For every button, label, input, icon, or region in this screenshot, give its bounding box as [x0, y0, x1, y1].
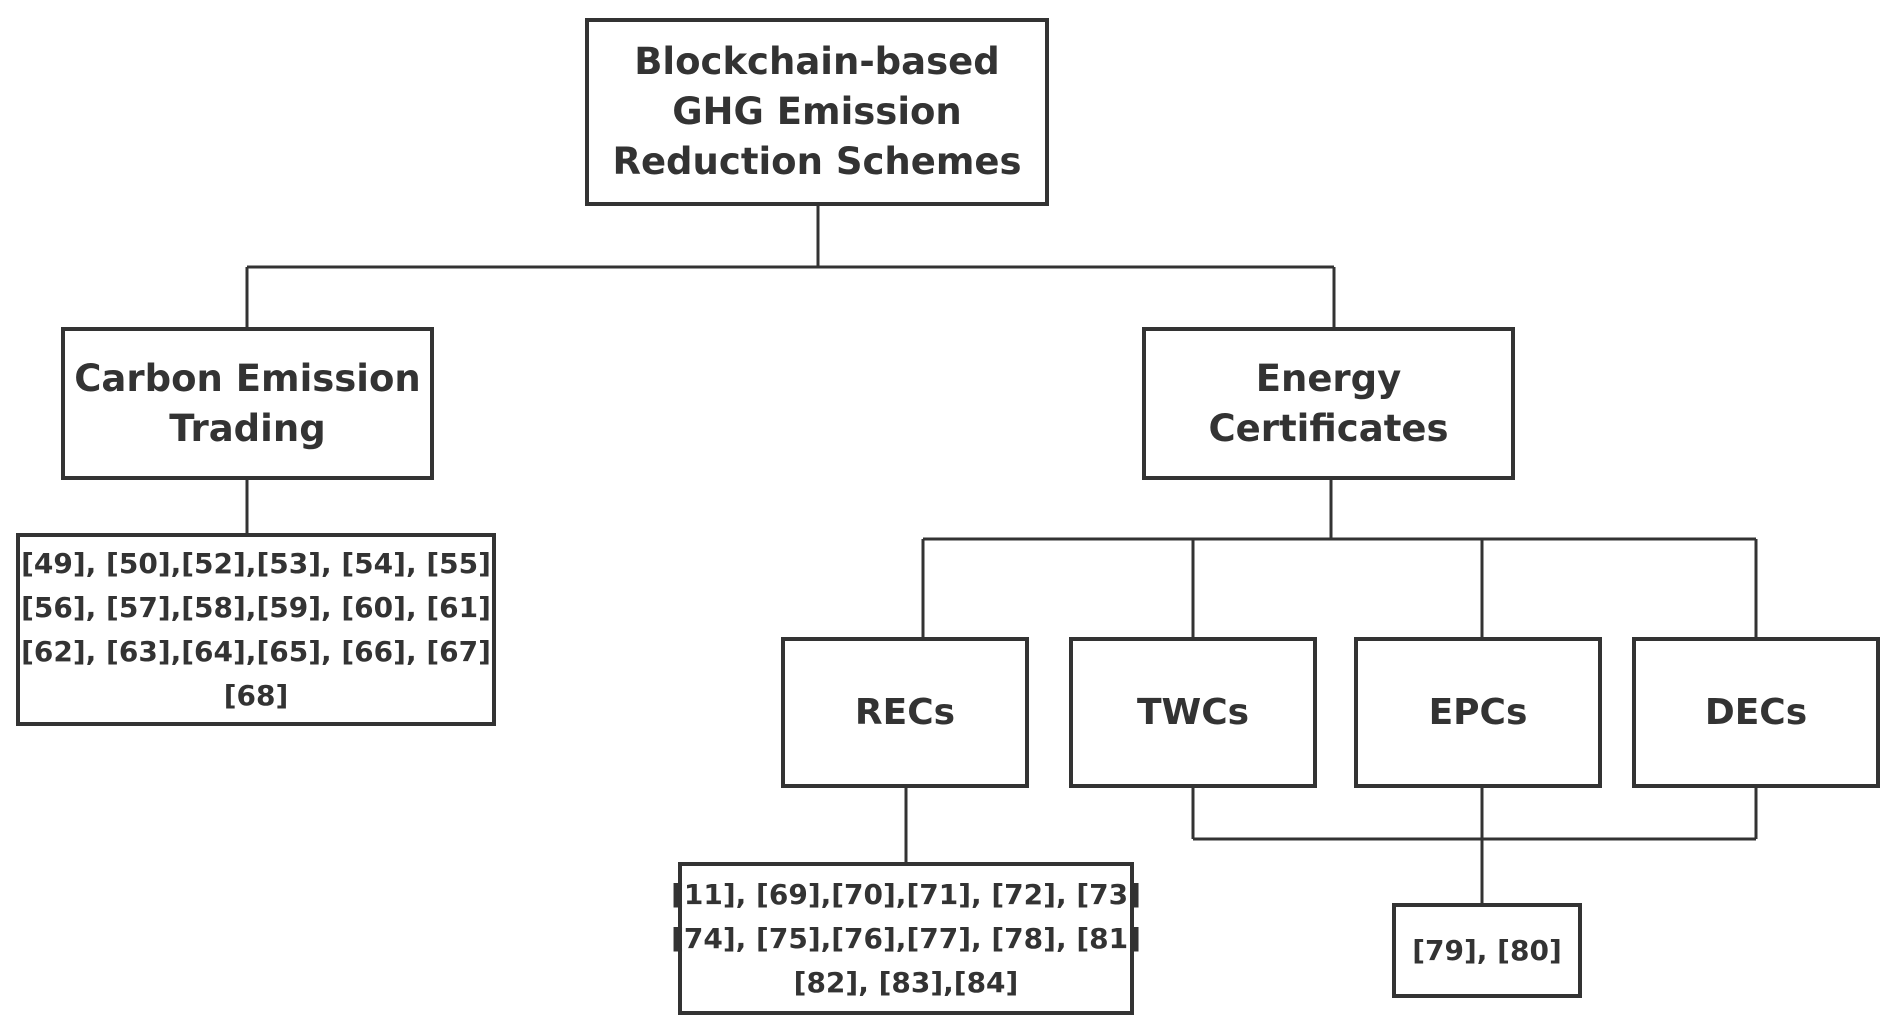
root-line: Reduction Schemes — [612, 140, 1022, 183]
carbon-trading-line: Trading — [169, 406, 326, 450]
reference-line: [79], [80] — [1412, 933, 1562, 967]
decs-node: DECs — [1632, 637, 1880, 788]
epcs-node: EPCs — [1354, 637, 1602, 788]
reference-line: [62], [63],[64],[65], [66], [67] — [21, 634, 491, 668]
twcs-node: TWCs — [1069, 637, 1317, 788]
twcs-epcs-decs-references: [79], [80] — [1392, 903, 1582, 998]
carbon-trading-line: Carbon Emission — [74, 356, 421, 400]
root-line: GHG Emission — [672, 90, 962, 133]
recs-references: [11], [69],[70],[71], [72], [73] [74], [… — [671, 862, 1141, 1015]
root-node: Blockchain-based GHG Emission Reduction … — [585, 18, 1049, 206]
reference-line: [56], [57],[58],[59], [60], [61] — [21, 590, 491, 624]
epcs-label: EPCs — [1428, 692, 1528, 733]
reference-line: [74], [75],[76],[77], [78], [81] — [671, 921, 1141, 955]
reference-line: [11], [69],[70],[71], [72], [73] — [671, 877, 1141, 911]
recs-label: RECs — [854, 692, 956, 733]
energy-certificates-label: Energy Certificates — [1208, 356, 1449, 450]
carbon-emission-trading-node: Carbon Emission Trading — [61, 327, 434, 480]
recs-node: RECs — [781, 637, 1029, 788]
reference-line: [49], [50],[52],[53], [54], [55] — [21, 546, 491, 580]
twcs-label: TWCs — [1136, 692, 1250, 733]
reference-line: [82], [83],[84] — [793, 965, 1019, 999]
root-line: Blockchain-based — [634, 40, 1000, 83]
energy-certificates-node: Energy Certificates — [1142, 327, 1515, 480]
carbon-trading-references: [49], [50],[52],[53], [54], [55] [56], [… — [16, 533, 496, 726]
decs-label: DECs — [1704, 692, 1808, 733]
reference-line: [68] — [223, 678, 289, 712]
